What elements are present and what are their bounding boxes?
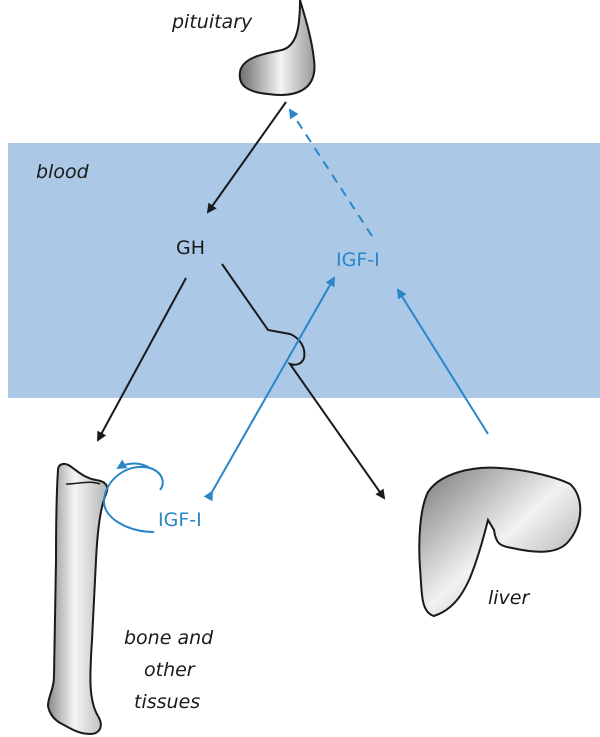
bone-shape: [48, 464, 107, 734]
gh-label: GH: [176, 237, 205, 259]
bone-label-line3: tissues: [134, 691, 200, 713]
bone-label-line2: other: [144, 659, 196, 681]
bone-label-line1: bone and: [124, 627, 214, 649]
arrow-igf-autocrine-loop: [104, 467, 163, 532]
blood-label: blood: [36, 161, 90, 183]
igf-blood-label: IGF-I: [336, 249, 380, 271]
igf-local-label: IGF-I: [158, 509, 202, 531]
liver-label: liver: [488, 587, 530, 609]
pituitary-label: pituitary: [171, 11, 253, 33]
